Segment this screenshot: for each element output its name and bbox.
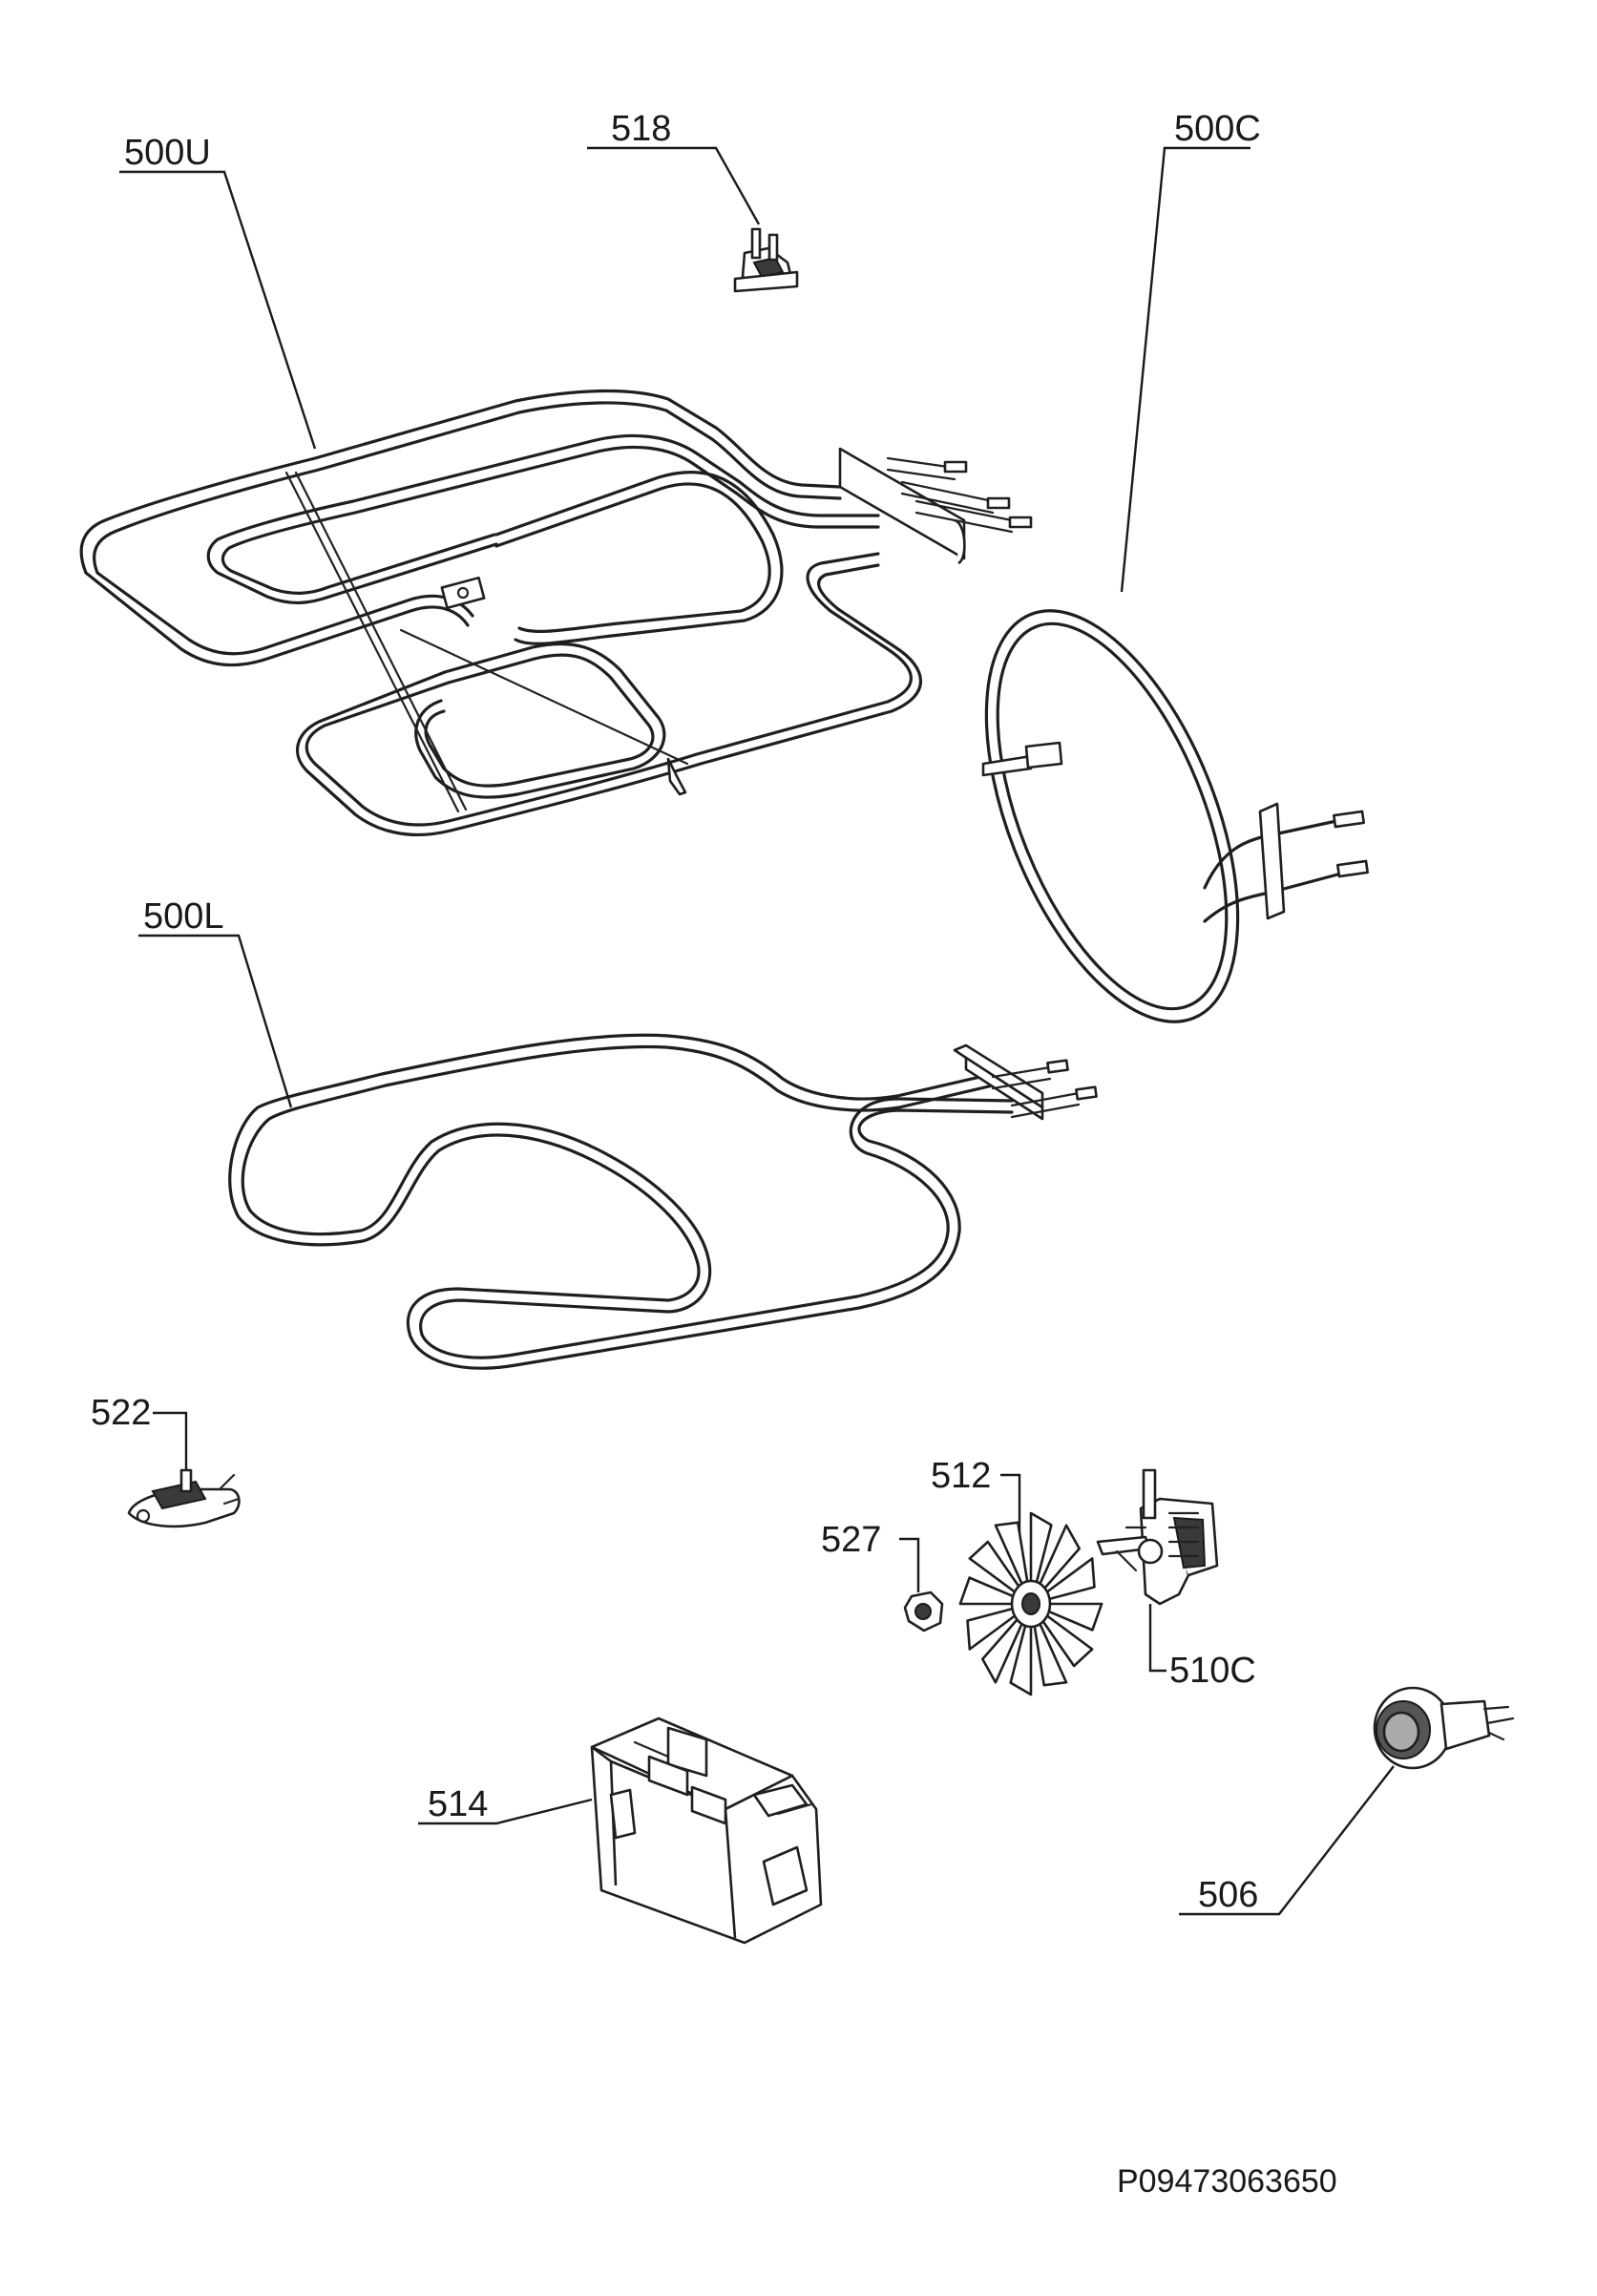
label-514: 514 <box>428 1784 488 1824</box>
oven-lamp-506 <box>1373 1686 1515 1770</box>
part-labels: 500U 518 500C 500L 522 512 527 510C 514 … <box>91 109 1337 2200</box>
fan-motor-510C <box>1096 1468 1219 1606</box>
terminal-box-514 <box>590 1717 823 1945</box>
nut-527 <box>903 1590 944 1632</box>
fan-blade-512 <box>958 1511 1103 1696</box>
label-527: 527 <box>821 1520 881 1560</box>
label-518: 518 <box>611 109 671 149</box>
upper-heating-element-500U <box>79 389 1033 837</box>
lower-heating-element-500L <box>228 1033 1098 1370</box>
label-500L: 500L <box>143 896 224 937</box>
fan-blade-hub-center <box>1021 1592 1040 1615</box>
drawing-code: P09473063650 <box>1117 2163 1337 2200</box>
thermostat-522 <box>127 1468 241 1528</box>
label-500U: 500U <box>124 133 211 173</box>
label-510C: 510C <box>1169 1651 1256 1691</box>
label-522: 522 <box>91 1393 151 1433</box>
circular-heating-element-500C <box>981 609 1369 1023</box>
thermostat-518 <box>733 227 799 293</box>
label-506: 506 <box>1198 1875 1258 1915</box>
label-500C: 500C <box>1174 109 1261 149</box>
leader-lines <box>119 146 1395 1916</box>
label-512: 512 <box>931 1456 991 1496</box>
